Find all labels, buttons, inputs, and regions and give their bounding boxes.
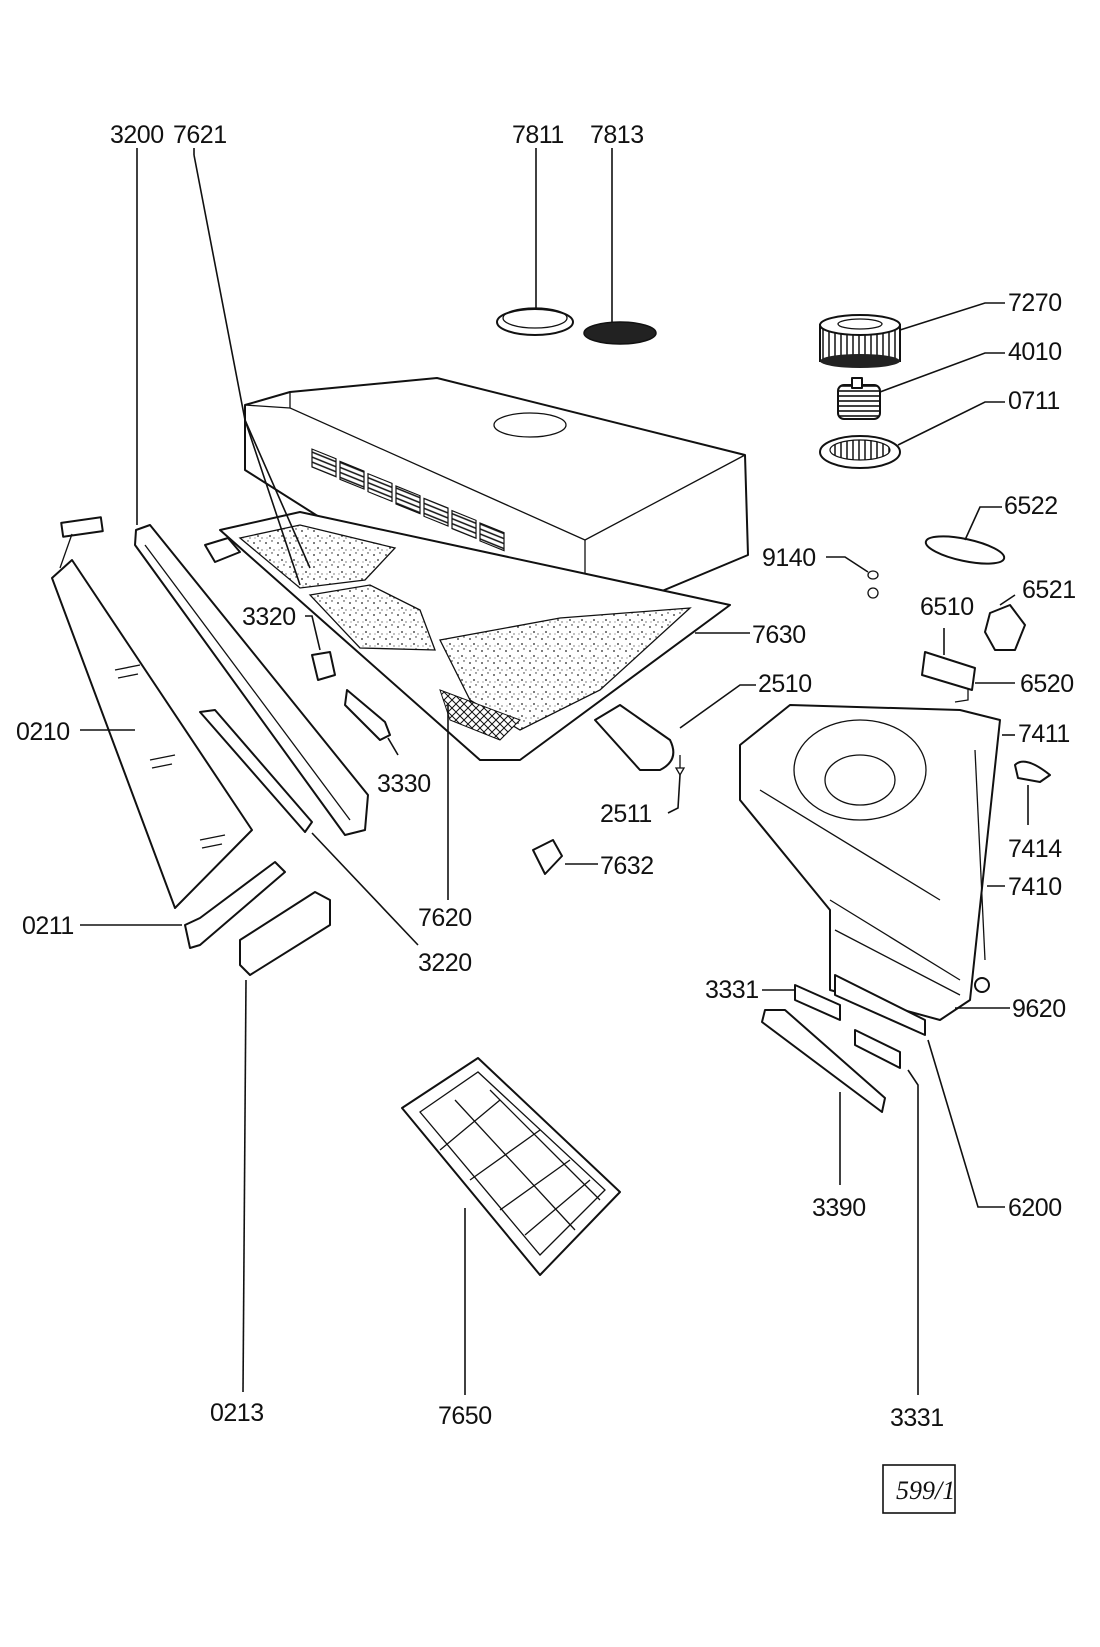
vent-slots [311,448,505,552]
part-label: 7621 [173,121,227,149]
lamp-holder [984,604,1026,651]
part-label: 7411 [1018,720,1070,748]
part-label: 6520 [1020,670,1074,698]
part-label: 0213 [210,1399,264,1427]
part-label: 6522 [1004,492,1058,520]
part-label: 6521 [1022,576,1076,604]
sheet-reference-text: 599/1 [896,1476,955,1505]
leader-lines [80,148,1029,1395]
part-label: 2510 [758,670,812,698]
front-panel [134,524,369,836]
part-label: 3320 [242,603,296,631]
diffuser-screw [674,755,686,777]
motor-mount-ring [819,435,901,469]
part-label: 3330 [377,770,431,798]
part-label: 7811 [512,121,564,149]
part-label: 7270 [1008,289,1062,317]
carbon-filter-tray [401,1057,621,1276]
switch-slider-upper [794,984,841,1021]
nut [974,977,990,993]
lamp-cover [924,535,1006,565]
slider [344,689,391,741]
switch-unit [834,974,926,1036]
screw [867,587,879,599]
glass-visor [51,516,253,909]
part-label: 6510 [920,593,974,621]
part-label: 3331 [705,976,759,1004]
hinge-block [239,891,331,976]
switch-bar [761,1009,886,1113]
part-label: 7620 [418,904,472,932]
part-label: 3220 [418,949,472,977]
part-labels: 3200 7621 7811 7813 7270 4010 0711 6522 … [16,121,1076,1432]
screw [867,570,879,580]
part-label: 0211 [22,912,74,940]
outlet-grille [583,321,657,345]
switch-knob [311,651,336,681]
part-label: 3331 [890,1404,944,1432]
part-label: 7632 [600,852,654,880]
part-label: 7650 [438,1402,492,1430]
part-label: 6200 [1008,1194,1062,1222]
part-label: 7813 [590,121,644,149]
part-label: 9140 [762,544,816,572]
switch-slider-lower [854,1029,901,1069]
part-label: 3390 [812,1194,866,1222]
lamp [921,651,976,691]
part-label: 9620 [1012,995,1066,1023]
filter-clip [204,537,241,563]
part-label: 7414 [1008,835,1062,863]
fan-housing [739,704,1001,1021]
visor-bracket [184,861,286,949]
motor [837,377,881,420]
light-diffuser [594,704,675,771]
part-label: 0711 [1008,387,1060,415]
part-label: 7410 [1008,873,1062,901]
fan-wheel [819,314,901,368]
housing-flap [1014,760,1051,783]
part-label: 0210 [16,718,70,746]
part-label: 4010 [1008,338,1062,366]
part-label: 3200 [110,121,164,149]
outlet-collar [496,308,574,336]
part-label: 2511 [600,800,652,828]
filter-latch [532,839,563,875]
control-trim [199,709,313,833]
filter-frame [219,511,731,761]
part-label: 7630 [752,621,806,649]
sheet-reference: 599/1 [882,1464,956,1514]
